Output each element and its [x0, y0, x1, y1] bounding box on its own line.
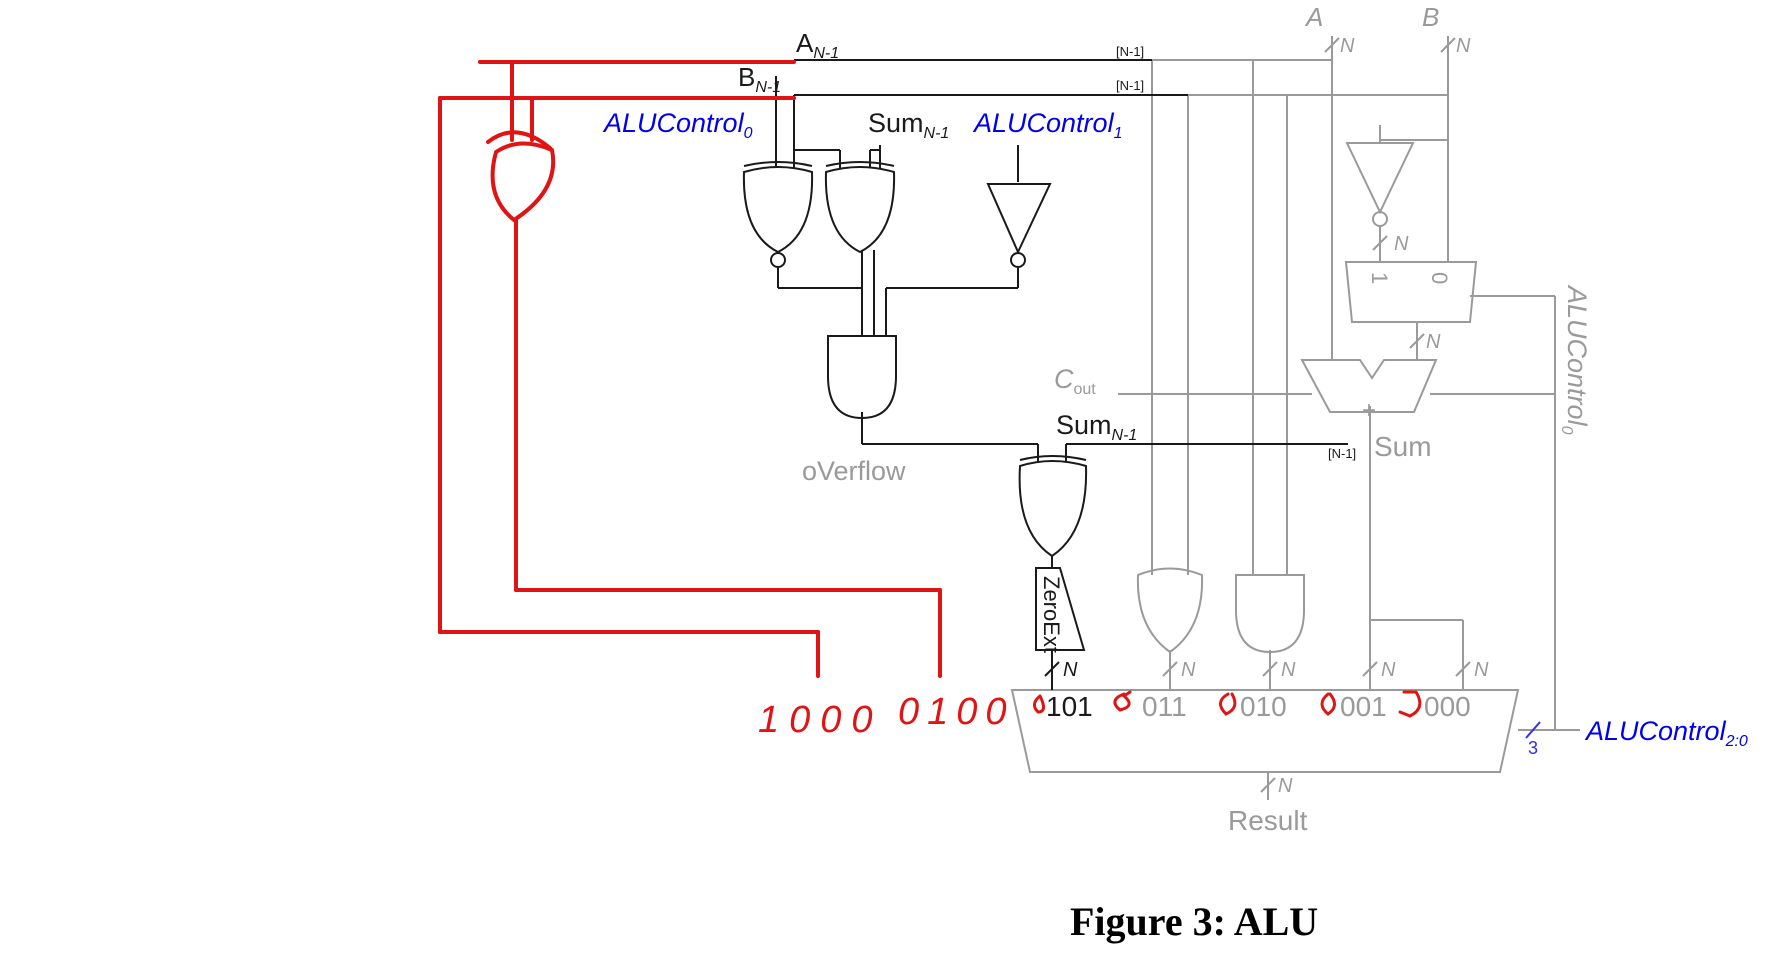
label-zeroext-width: N: [1063, 659, 1078, 681]
label-b-slice: [N-1]: [1116, 78, 1144, 93]
label-zeroext: ZeroExt: [1039, 576, 1064, 653]
label-a-slice: [N-1]: [1116, 44, 1144, 59]
label-result-width: N: [1278, 775, 1293, 797]
label-alucontrol0-vertical: ALUControl0: [1558, 284, 1592, 435]
label-bus-width-3: 3: [1528, 738, 1538, 758]
label-adder-width: N: [1426, 331, 1441, 353]
zeroext-block: [1035, 567, 1086, 651]
zeroext-width-mark: [1044, 661, 1060, 677]
handdrawn-xor-annotation: [438, 60, 942, 678]
mux-code-001: 001: [1340, 691, 1387, 722]
label-result: Result: [1228, 805, 1308, 836]
and-gate: [1235, 574, 1305, 654]
handdrawn-code-marks: [1033, 690, 1422, 718]
label-a-width: N: [1340, 35, 1355, 57]
adder: [1300, 359, 1438, 413]
label-or-width: N: [1181, 659, 1196, 681]
label-b-width: N: [1456, 35, 1471, 57]
b-inverter: [1345, 125, 1449, 262]
label-cout: Cout: [1054, 364, 1096, 398]
mux-code-101: 101: [1046, 691, 1093, 722]
label-mux-in0: 0: [1427, 272, 1452, 284]
label-sum-msb: SumN-1: [1056, 410, 1137, 444]
label-alucontrol-bus: ALUControl2:0: [1584, 716, 1748, 750]
label-a: A: [1304, 2, 1323, 32]
mux-code-000: 000: [1424, 691, 1471, 722]
or-gate: [1136, 567, 1204, 654]
label-sum: Sum: [1374, 431, 1432, 462]
bus-width-3-mark: [1525, 721, 1541, 739]
overflow-and-gate: [827, 335, 897, 420]
handwritten-code-0100: 0100: [898, 691, 1015, 733]
alucontrol1-inverter: [986, 183, 1052, 268]
label-alucontrol1: ALUControl1: [972, 108, 1122, 142]
label-add-width: N: [1474, 659, 1489, 681]
xnor-gate-sum: [824, 161, 896, 254]
label-a-msb: AN-1: [796, 28, 839, 62]
label-alucontrol0: ALUControl0: [602, 108, 753, 142]
label-and-width: N: [1281, 659, 1296, 681]
label-mux-in1: 1: [1367, 272, 1392, 284]
slt-xor-gate: [1018, 455, 1088, 558]
label-plus: +: [1362, 397, 1376, 424]
label-sum-width: N: [1381, 659, 1396, 681]
xnor-gate-ab: [742, 161, 814, 268]
b-select-mux: [1344, 261, 1478, 323]
mux-code-011: 011: [1142, 691, 1187, 722]
label-sum-slice: [N-1]: [1328, 446, 1356, 461]
label-overflow: oVerflow: [802, 456, 906, 486]
bus-width-marks: [1162, 37, 1471, 793]
figure-caption: Figure 3: ALU: [1070, 899, 1319, 944]
label-sum-msb-top: SumN-1: [868, 108, 949, 142]
handwritten-code-1000: 1000: [758, 699, 883, 741]
label-b: B: [1422, 2, 1439, 32]
datapath-wires: [1118, 36, 1580, 800]
result-mux: [1010, 689, 1520, 773]
overflow-wires: [775, 59, 1348, 690]
label-mux-width: N: [1394, 233, 1409, 255]
label-b-msb: BN-1: [738, 62, 781, 96]
mux-code-010: 010: [1240, 691, 1287, 722]
